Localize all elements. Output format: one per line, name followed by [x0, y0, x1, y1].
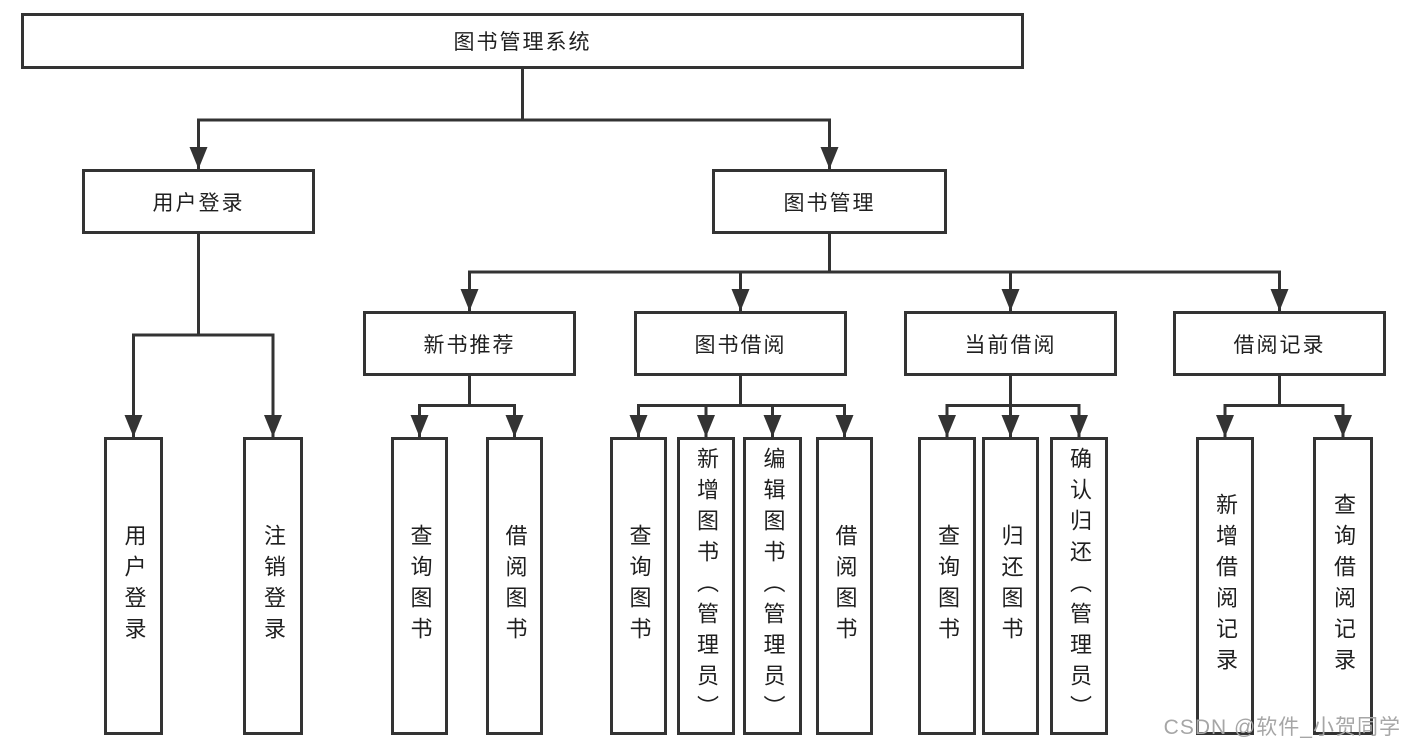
leaf-confirm-return-admin-label: 确认归还（管理员）	[1067, 446, 1092, 726]
node-book-borrowing-label: 图书借阅	[694, 333, 787, 357]
leaf-add-book-admin-label: 新增图书（管理员）	[694, 446, 719, 726]
node-book-management-label: 图书管理	[783, 191, 876, 215]
leaf-query-borrow-record: 查询借阅记录	[1313, 437, 1373, 735]
tree-connector-lines	[132, 67, 1345, 439]
node-borrowing-records: 借阅记录	[1173, 311, 1386, 376]
node-new-book-recommendation: 新书推荐	[363, 311, 576, 376]
leaf-user-login: 用户登录	[104, 437, 163, 735]
leaf-borrow-books-newbooks-label: 借阅图书	[502, 524, 528, 648]
arrowhead-icons	[124, 147, 1352, 437]
node-book-borrowing: 图书借阅	[634, 311, 847, 376]
leaf-query-books-current: 查询图书	[918, 437, 976, 735]
node-new-book-recommendation-label: 新书推荐	[423, 333, 516, 357]
node-book-management: 图书管理	[712, 169, 947, 234]
leaf-return-books-label: 归还图书	[998, 524, 1024, 648]
leaf-query-books-newbooks-label: 查询图书	[407, 524, 433, 648]
leaf-query-books-current-label: 查询图书	[935, 524, 960, 648]
leaf-logout: 注销登录	[243, 437, 303, 735]
leaf-confirm-return-admin: 确认归还（管理员）	[1050, 437, 1108, 735]
leaf-borrow-books-borrowing-label: 借阅图书	[832, 524, 858, 648]
leaf-borrow-books-borrowing: 借阅图书	[816, 437, 873, 735]
node-current-borrowing: 当前借阅	[904, 311, 1117, 376]
leaf-edit-book-admin-label: 编辑图书（管理员）	[760, 446, 786, 726]
node-user-login-label: 用户登录	[152, 191, 245, 215]
leaf-add-borrow-record-label: 新增借阅记录	[1213, 493, 1238, 679]
node-borrowing-records-label: 借阅记录	[1233, 333, 1326, 357]
node-root: 图书管理系统	[21, 13, 1024, 69]
leaf-edit-book-admin: 编辑图书（管理员）	[743, 437, 802, 735]
leaf-query-books-borrowing-label: 查询图书	[626, 524, 652, 648]
node-root-label: 图书管理系统	[453, 31, 592, 54]
leaf-query-books-borrowing: 查询图书	[610, 437, 667, 735]
leaf-borrow-books-newbooks: 借阅图书	[486, 437, 543, 735]
leaf-return-books: 归还图书	[982, 437, 1039, 735]
leaf-add-borrow-record: 新增借阅记录	[1196, 437, 1254, 735]
node-current-borrowing-label: 当前借阅	[964, 333, 1057, 357]
node-user-login: 用户登录	[82, 169, 315, 234]
leaf-add-book-admin: 新增图书（管理员）	[677, 437, 735, 735]
leaf-query-borrow-record-label: 查询借阅记录	[1331, 493, 1356, 679]
watermark: CSDN @软件_小贺同学	[1163, 716, 1401, 739]
leaf-query-books-newbooks: 查询图书	[391, 437, 448, 735]
leaf-logout-label: 注销登录	[261, 524, 286, 648]
leaf-user-login-label: 用户登录	[121, 524, 147, 648]
